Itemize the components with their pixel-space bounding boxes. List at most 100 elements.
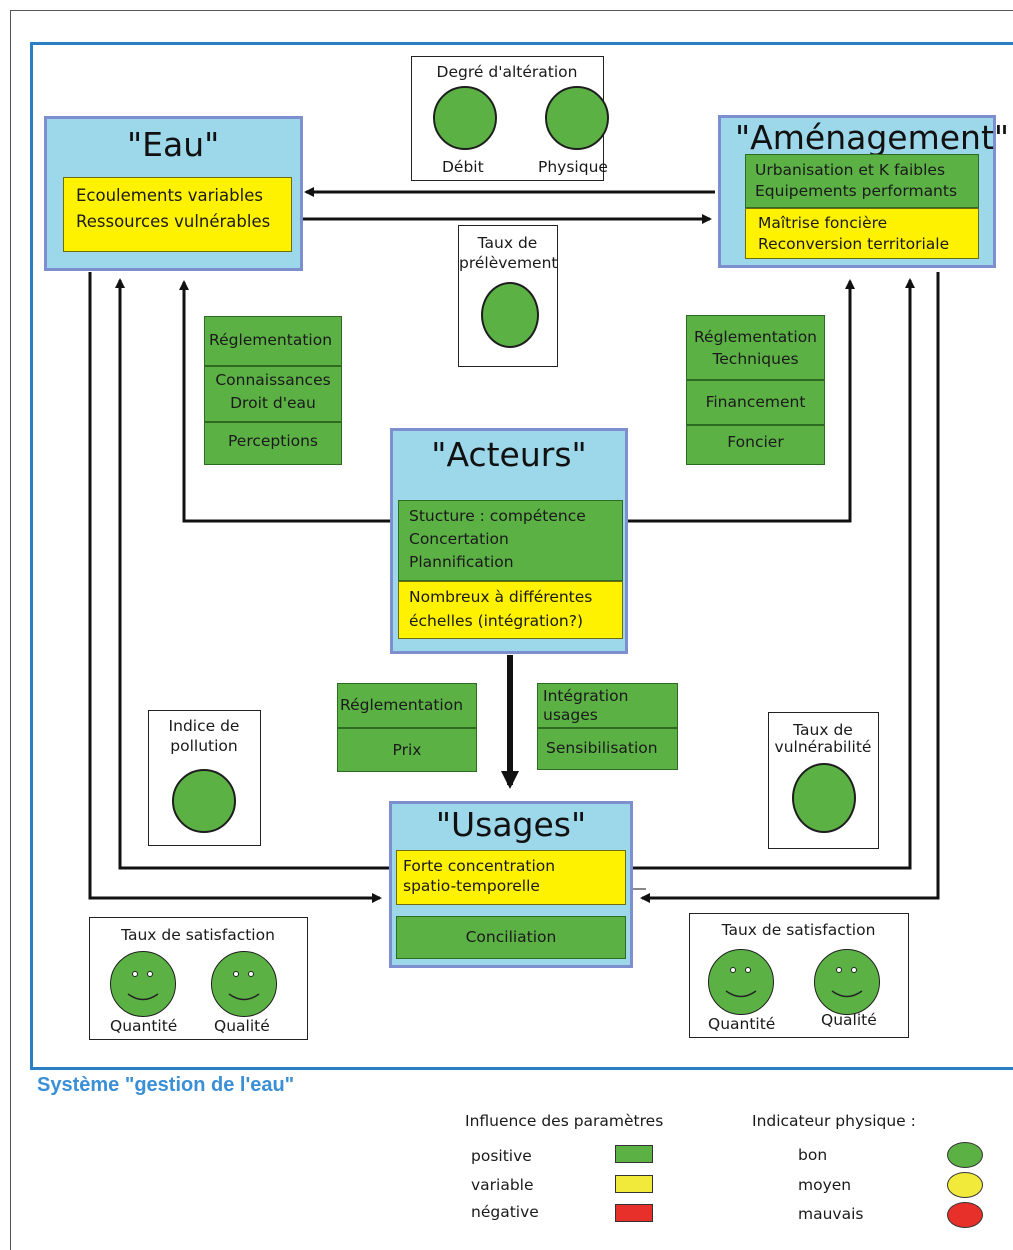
right-factor-reglementation-label: Réglementation bbox=[693, 328, 818, 346]
eau-line-2: Ressources vulnérables bbox=[76, 212, 271, 231]
legend-negative-swatch bbox=[615, 1204, 653, 1222]
legend-indicator-title: Indicateur physique : bbox=[752, 1112, 916, 1130]
right-factor-financement: Financement bbox=[686, 380, 825, 425]
usages-yellow-1: Forte concentration bbox=[403, 857, 556, 875]
vulnerabilite-line-1: Taux de bbox=[793, 721, 853, 739]
amenagement-yellow-2: Reconversion territoriale bbox=[758, 235, 950, 253]
arrow-acteurs-to-eau bbox=[179, 280, 390, 523]
amenagement-green-1: Urbanisation et K faibles bbox=[755, 161, 946, 179]
mid-right-factor-usages-label: usages bbox=[543, 706, 598, 724]
mid-right-factor-integration: Intégration usages bbox=[537, 683, 678, 728]
satisfaction-right-quantite: Quantité bbox=[708, 1015, 776, 1033]
acteurs-yellow-box: Nombreux à différentes échelles (intégra… bbox=[398, 581, 623, 639]
left-factor-droit-label: Droit d'eau bbox=[230, 394, 316, 412]
smiley-qualite-icon bbox=[211, 951, 277, 1017]
eau-title: "Eau" bbox=[127, 125, 220, 164]
legend-mauvais-dot bbox=[947, 1202, 983, 1228]
mid-right-factor-integration-label: Intégration bbox=[543, 687, 629, 705]
acteurs-green-2: Concertation bbox=[409, 530, 509, 548]
legend-influence-title: Influence des paramètres bbox=[465, 1112, 664, 1130]
legend-moyen-dot bbox=[947, 1172, 983, 1198]
legend-moyen-label: moyen bbox=[798, 1176, 852, 1194]
right-factor-financement-label: Financement bbox=[705, 393, 806, 411]
right-factor-reglementation: Réglementation Techniques bbox=[686, 315, 825, 380]
mid-right-factor-sensibilisation: Sensibilisation bbox=[537, 728, 678, 770]
prelevement-line-2: prélèvement bbox=[459, 254, 558, 272]
satisfaction-left-qualite: Qualité bbox=[214, 1017, 270, 1035]
prelevement-box: Taux de prélèvement bbox=[458, 225, 558, 367]
physique-indicator bbox=[545, 86, 609, 150]
legend-bon-dot bbox=[947, 1142, 983, 1168]
usages-yellow-2: spatio-temporelle bbox=[403, 877, 540, 895]
smiley-qualite-right-icon bbox=[814, 949, 880, 1015]
pollution-box: Indice de pollution bbox=[148, 710, 261, 846]
satisfaction-left-quantite: Quantité bbox=[110, 1017, 178, 1035]
acteurs-title: "Acteurs" bbox=[431, 435, 587, 474]
legend-variable-label: variable bbox=[471, 1176, 534, 1194]
arrow-usages-to-amenagement bbox=[633, 278, 915, 870]
pollution-indicator bbox=[172, 769, 236, 833]
left-factor-perceptions-label: Perceptions bbox=[227, 432, 319, 450]
mid-left-factor-reglementation: Réglementation bbox=[337, 683, 477, 728]
satisfaction-right-title: Taux de satisfaction bbox=[721, 921, 876, 939]
acteurs-yellow-1: Nombreux à différentes bbox=[409, 588, 593, 606]
satisfaction-right-box: Taux de satisfaction Quantité Qualité bbox=[689, 913, 909, 1038]
legend-bon-label: bon bbox=[798, 1146, 828, 1164]
mid-right-factor-sensibilisation-label: Sensibilisation bbox=[546, 739, 658, 757]
satisfaction-left-title: Taux de satisfaction bbox=[121, 926, 275, 944]
mid-left-factor-prix: Prix bbox=[337, 728, 477, 772]
amenagement-title: "Aménagement" bbox=[735, 118, 1010, 157]
amenagement-green-2: Equipements performants bbox=[755, 182, 958, 200]
acteurs-box: "Acteurs" Stucture : compétence Concerta… bbox=[390, 428, 628, 654]
prelevement-indicator bbox=[481, 282, 539, 348]
right-factor-foncier: Foncier bbox=[686, 425, 825, 465]
arrow-amenagement-to-usages bbox=[640, 272, 940, 903]
arrow-acteurs-to-amenagement bbox=[628, 279, 855, 523]
usages-green-label: Conciliation bbox=[465, 928, 557, 946]
diagram-caption: Système "gestion de l'eau" bbox=[37, 1074, 295, 1096]
alteration-left-label: Débit bbox=[442, 158, 484, 176]
legend-positive-label: positive bbox=[471, 1147, 532, 1165]
arrow-eau-to-usages bbox=[88, 272, 382, 903]
acteurs-green-box: Stucture : compétence Concertation Plann… bbox=[398, 500, 623, 581]
amenagement-yellow-1: Maîtrise foncière bbox=[758, 214, 888, 232]
left-factor-connaissances: Connaissances Droit d'eau bbox=[204, 366, 342, 422]
eau-box: "Eau" Ecoulements variables Ressources v… bbox=[44, 116, 303, 271]
debit-indicator bbox=[433, 86, 497, 150]
alteration-box: Degré d'altération Débit Physique bbox=[411, 56, 609, 181]
alteration-title: Degré d'altération bbox=[436, 63, 578, 81]
vulnerabilite-line-2: vulnérabilité bbox=[774, 738, 872, 756]
outer-frame bbox=[10, 10, 1013, 1250]
left-factor-reglementation-label: Réglementation bbox=[209, 331, 333, 349]
left-factor-perceptions: Perceptions bbox=[204, 422, 342, 465]
alteration-right-label: Physique bbox=[538, 158, 608, 176]
left-factor-connaissances-label: Connaissances bbox=[215, 371, 331, 389]
legend-mauvais-label: mauvais bbox=[798, 1205, 864, 1223]
usages-box: "Usages" Forte concentration spatio-temp… bbox=[389, 801, 633, 968]
pollution-line-2: pollution bbox=[170, 737, 238, 755]
acteurs-yellow-2: échelles (intégration?) bbox=[409, 612, 584, 630]
eau-line-1: Ecoulements variables bbox=[76, 186, 263, 205]
pollution-line-1: Indice de bbox=[168, 717, 240, 735]
usages-yellow-box: Forte concentration spatio-temporelle bbox=[396, 850, 626, 905]
amenagement-yellow-box: Maîtrise foncière Reconversion territori… bbox=[745, 208, 979, 259]
eau-resources-box: Ecoulements variables Ressources vulnéra… bbox=[63, 177, 292, 252]
usages-green-box: Conciliation bbox=[396, 916, 626, 959]
right-factor-techniques-label: Techniques bbox=[712, 350, 799, 368]
amenagement-box: "Aménagement" Urbanisation et K faibles … bbox=[718, 115, 1009, 268]
diagram-frame bbox=[30, 42, 1013, 1070]
satisfaction-right-qualite: Qualité bbox=[821, 1011, 877, 1029]
legend-variable-swatch bbox=[615, 1175, 653, 1193]
legend-negative-label: négative bbox=[471, 1203, 539, 1221]
satisfaction-left-box: Taux de satisfaction Quantité Qualité bbox=[89, 917, 308, 1040]
acteurs-green-3: Plannification bbox=[409, 553, 514, 571]
mid-left-factor-reglementation-label: Réglementation bbox=[340, 696, 464, 714]
amenagement-green-box: Urbanisation et K faibles Equipements pe… bbox=[745, 154, 979, 208]
arrow-usages-to-eau bbox=[115, 278, 389, 870]
mid-left-factor-prix-label: Prix bbox=[392, 741, 422, 759]
prelevement-line-1: Taux de bbox=[477, 234, 538, 252]
vulnerabilite-indicator bbox=[792, 763, 856, 833]
usages-title: "Usages" bbox=[435, 805, 587, 844]
smiley-quantite-icon bbox=[110, 951, 176, 1017]
vulnerabilite-box: Taux de vulnérabilité bbox=[768, 712, 879, 849]
